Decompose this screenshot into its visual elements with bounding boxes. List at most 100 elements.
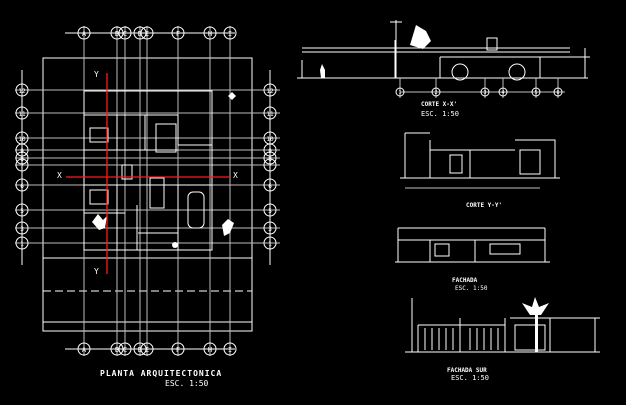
axis-bubble	[223, 26, 237, 40]
axis-label: A	[82, 346, 87, 354]
axis-bubble	[15, 221, 29, 235]
axis-label: D	[138, 30, 142, 38]
section-x-scale: ESC. 1:50	[421, 110, 459, 118]
axis-label: C	[123, 30, 127, 38]
axis-bubble	[263, 236, 277, 250]
axis-bubble	[203, 342, 217, 356]
axis-label: 6	[268, 183, 272, 190]
axis-bubble	[263, 158, 277, 172]
axis-bubble	[110, 26, 124, 40]
axis-label: A	[82, 30, 87, 38]
axis-bubble	[263, 203, 277, 217]
axis-label: 7	[268, 163, 272, 170]
axis-bubble	[77, 342, 91, 356]
axis-label: 1	[20, 241, 24, 248]
axis-label: 3	[483, 90, 486, 96]
axis-label: 7	[20, 163, 24, 170]
axis-label: 11	[266, 111, 274, 118]
axis-label: 6	[556, 90, 559, 96]
section-y-label-top: Y	[94, 70, 99, 79]
axis-bubble	[110, 342, 124, 356]
axis-label: I	[228, 30, 232, 38]
axis-bubble	[171, 342, 185, 356]
axis-bubble	[498, 87, 508, 97]
axis-bubble	[531, 87, 541, 97]
axis-bubble	[263, 178, 277, 192]
axis-label: E	[145, 30, 149, 38]
axis-label: C	[123, 346, 127, 354]
south-facade-view: FACHADA SUR ESC. 1:50	[405, 297, 600, 382]
section-y-view: CORTE Y-Y'	[400, 132, 560, 209]
axis-label: H	[208, 30, 212, 38]
axis-label: 3	[20, 226, 24, 233]
axis-label: 9	[268, 148, 272, 155]
axis-label: 5	[268, 208, 272, 215]
section-x-label-right: X	[233, 171, 238, 180]
axis-bubble	[140, 342, 154, 356]
axis-label: F	[176, 346, 180, 354]
axis-bubble	[395, 87, 405, 97]
axis-bubble	[171, 26, 185, 40]
axis-label: D	[138, 346, 142, 354]
axis-bubble	[118, 26, 132, 40]
axis-label: F	[176, 30, 180, 38]
axis-label: 1	[398, 90, 401, 96]
axis-bubble	[15, 143, 29, 157]
section-x-label-left: X	[57, 171, 62, 180]
axis-bubble	[480, 87, 490, 97]
south-facade-scale: ESC. 1:50	[451, 374, 489, 382]
section-y-label-bottom: Y	[94, 267, 99, 276]
axis-bubble	[263, 151, 277, 165]
axis-bubble	[77, 26, 91, 40]
facade-view: FACHADA ESC. 1:50	[395, 227, 550, 292]
facade-title: FACHADA	[452, 277, 478, 284]
axis-bubble	[15, 83, 29, 97]
axis-label: 3	[268, 226, 272, 233]
axis-grid-lines	[15, 26, 280, 356]
axis-bubble	[118, 342, 132, 356]
axis-label: 12	[18, 88, 26, 95]
axis-bubble	[553, 87, 563, 97]
axis-label: I	[228, 346, 232, 354]
axis-label: 1	[268, 241, 272, 248]
axis-label: B	[115, 30, 119, 38]
axis-label: 5	[534, 90, 537, 96]
axis-bubble	[263, 83, 277, 97]
axis-label: 12	[266, 88, 274, 95]
axis-label: 11	[18, 111, 26, 118]
axis-bubble	[15, 106, 29, 120]
axis-bubble	[15, 236, 29, 250]
plan-scale: ESC. 1:50	[165, 379, 209, 388]
axis-bubble	[133, 26, 147, 40]
facade-scale: ESC. 1:50	[455, 285, 488, 292]
axis-bubble	[15, 158, 29, 172]
plant-symbols	[92, 92, 236, 248]
axis-label: 9	[20, 148, 24, 155]
axis-bubble	[223, 342, 237, 356]
axis-bubble	[140, 26, 154, 40]
axis-bubble	[263, 221, 277, 235]
axis-bubble	[15, 203, 29, 217]
axis-bubble	[15, 178, 29, 192]
house-outline	[83, 90, 213, 251]
axis-label: 6	[20, 183, 24, 190]
axis-label: E	[145, 346, 149, 354]
interior-walls	[84, 114, 212, 250]
axis-bubble	[263, 143, 277, 157]
section-y-title: CORTE Y-Y'	[466, 202, 502, 209]
axis-bubble	[15, 151, 29, 165]
axis-label: 10	[18, 136, 26, 143]
axis-label: B	[115, 346, 119, 354]
axis-bubble	[431, 87, 441, 97]
south-facade-title: FACHADA SUR	[447, 367, 487, 374]
axis-label: H	[208, 346, 212, 354]
axis-bubble	[203, 26, 217, 40]
section-x-title: CORTE X-X'	[421, 101, 457, 108]
axis-bubble	[263, 106, 277, 120]
axis-label: 10	[266, 136, 274, 143]
section-cut-lines: X X Y Y	[57, 70, 238, 276]
plan-title: PLANTA ARQUITECTONICA	[100, 369, 222, 378]
